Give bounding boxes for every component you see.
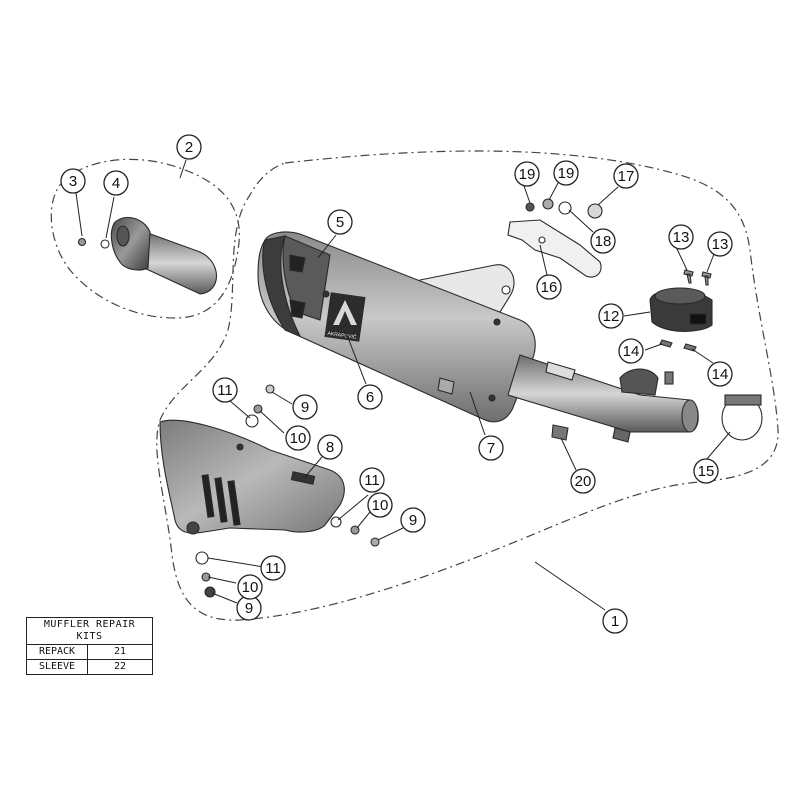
callout-label: 9 <box>301 399 309 416</box>
kit-row-repack: REPACK 21 <box>26 644 153 660</box>
kit-row-sleeve: SLEEVE 22 <box>26 659 153 675</box>
heat-protector-part <box>649 287 713 332</box>
kit-number: 21 <box>87 644 153 660</box>
large-washer-part-3 <box>195 551 209 565</box>
callout-13: 13 <box>668 224 694 250</box>
inset-assembly-boundary <box>50 158 240 319</box>
callout-6: 6 <box>357 384 383 410</box>
callout-10: 10 <box>237 574 263 600</box>
screw-part-2 <box>701 271 712 286</box>
callout-label: 2 <box>185 139 193 156</box>
clip-part <box>659 339 673 348</box>
kits-title: MUFFLER REPAIR KITS <box>26 617 153 645</box>
callout-4: 4 <box>103 170 129 196</box>
callout-label: 7 <box>487 440 495 457</box>
callout-7: 7 <box>478 435 504 461</box>
callout-label: 15 <box>698 463 715 480</box>
screw-part <box>683 269 694 284</box>
callout-11: 11 <box>212 377 238 403</box>
callout-15: 15 <box>693 458 719 484</box>
callout-9: 9 <box>292 394 318 420</box>
callout-label: 13 <box>673 229 690 246</box>
callout-label: 11 <box>364 472 380 489</box>
muffler-part: AKRAPOVIČ <box>257 231 536 423</box>
o-ring-part <box>100 239 110 249</box>
callout-12: 12 <box>598 303 624 329</box>
callout-8: 8 <box>317 434 343 460</box>
spacer-part <box>587 203 603 219</box>
callout-label: 10 <box>290 430 307 447</box>
callout-19: 19 <box>514 161 540 187</box>
washer-ring-part <box>558 201 572 215</box>
callout-label: 5 <box>336 214 344 231</box>
large-washer-part <box>245 414 259 428</box>
callout-3: 3 <box>60 168 86 194</box>
clamp-part <box>721 394 763 441</box>
callout-14: 14 <box>618 338 644 364</box>
callout-label: 13 <box>712 236 729 253</box>
kit-number: 22 <box>87 659 153 675</box>
link-pipe-part <box>507 354 699 443</box>
callout-9: 9 <box>400 507 426 533</box>
callout-label: 17 <box>618 168 635 185</box>
callout-11: 11 <box>260 555 286 581</box>
screw-head-part <box>265 384 275 394</box>
nut-part <box>525 202 535 212</box>
muffler-logo-text: AKRAPOVIČ <box>327 330 357 341</box>
callout-label: 4 <box>112 175 120 192</box>
callout-2: 2 <box>176 134 202 160</box>
callout-14: 14 <box>707 361 733 387</box>
callout-label: 12 <box>603 308 620 325</box>
heat-shield-part <box>159 419 345 535</box>
callout-label: 19 <box>519 166 536 183</box>
callout-label: 14 <box>623 343 640 360</box>
callout-label: 11 <box>265 560 281 577</box>
leader-lines <box>75 159 731 611</box>
nut-part-2 <box>542 198 554 210</box>
callout-label: 18 <box>595 233 612 250</box>
main-assembly-boundary <box>156 150 779 621</box>
callout-label: 8 <box>326 439 334 456</box>
callout-20: 20 <box>570 468 596 494</box>
bracket-part <box>507 219 602 278</box>
callout-10: 10 <box>285 425 311 451</box>
callout-13: 13 <box>707 231 733 257</box>
callout-label: 10 <box>242 579 259 596</box>
callout-17: 17 <box>613 163 639 189</box>
callout-5: 5 <box>327 209 353 235</box>
callout-label: 3 <box>69 173 77 190</box>
kit-name: REPACK <box>26 644 88 660</box>
callout-10: 10 <box>367 492 393 518</box>
callout-label: 16 <box>541 279 558 296</box>
callout-1: 1 <box>602 608 628 634</box>
washer-part <box>77 237 87 247</box>
callout-label: 20 <box>575 473 592 490</box>
callout-11: 11 <box>359 467 385 493</box>
callout-label: 10 <box>372 497 389 514</box>
callout-16: 16 <box>536 274 562 300</box>
screw-head-part-2 <box>370 537 380 547</box>
callout-18: 18 <box>590 228 616 254</box>
callout-label: 11 <box>217 382 233 399</box>
callout-label: 9 <box>409 512 417 529</box>
kit-name: SLEEVE <box>26 659 88 675</box>
end-cap-part <box>110 217 217 295</box>
nut-part-3 <box>204 586 216 598</box>
bracket-hole <box>538 236 546 244</box>
muffler-repair-kits-table: MUFFLER REPAIR KITS REPACK 21 SLEEVE 22 <box>26 617 153 675</box>
callout-label: 1 <box>611 613 619 630</box>
callout-label: 9 <box>245 600 253 617</box>
callout-label: 19 <box>558 165 575 182</box>
callout-label: 14 <box>712 366 729 383</box>
kits-title-row: MUFFLER REPAIR KITS <box>26 617 153 645</box>
callout-label: 6 <box>366 389 374 406</box>
callout-19: 19 <box>553 160 579 186</box>
hook-part <box>551 424 569 441</box>
